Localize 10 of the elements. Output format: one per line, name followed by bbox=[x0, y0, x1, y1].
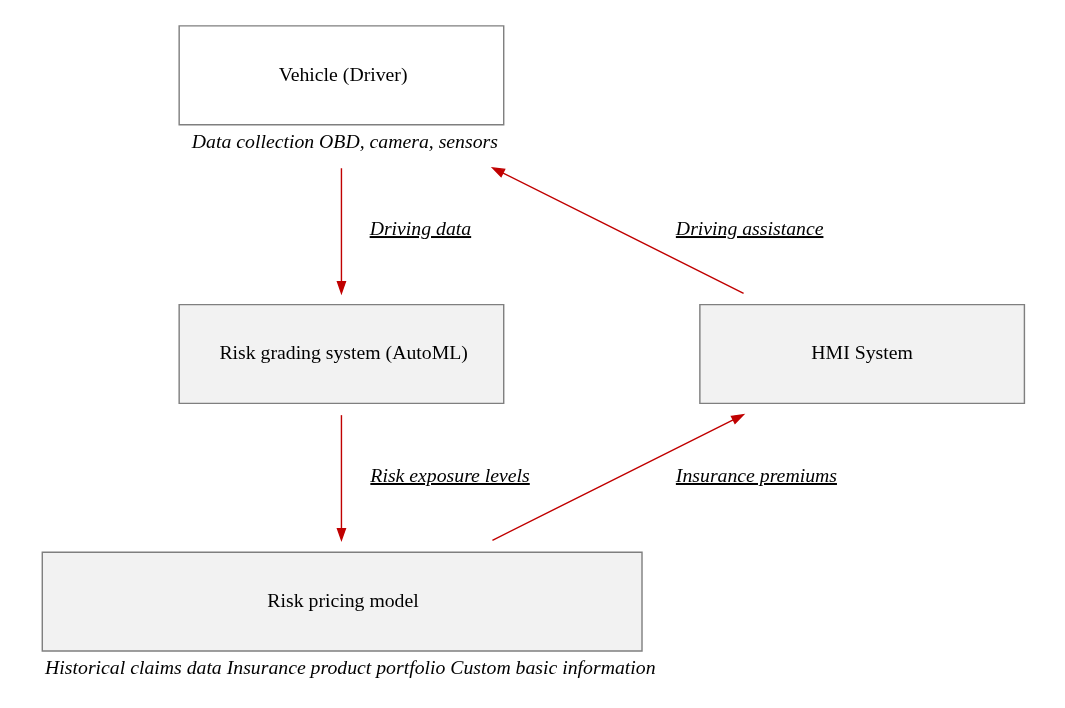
arrow bbox=[336, 167, 346, 296]
node-label: Data collection OBD, camera, sensors bbox=[191, 129, 498, 152]
arrow bbox=[491, 413, 745, 541]
edge-label: Driving data bbox=[369, 217, 471, 240]
arrow bbox=[490, 166, 744, 294]
node-label: Historical claims data Insurance product portfolio Custom basic information bbox=[44, 655, 656, 678]
edge-label: Insurance premiums bbox=[675, 463, 837, 486]
edge-label: Risk exposure levels bbox=[369, 463, 530, 486]
arrow bbox=[336, 414, 346, 543]
edge-label: Driving assistance bbox=[675, 217, 823, 240]
